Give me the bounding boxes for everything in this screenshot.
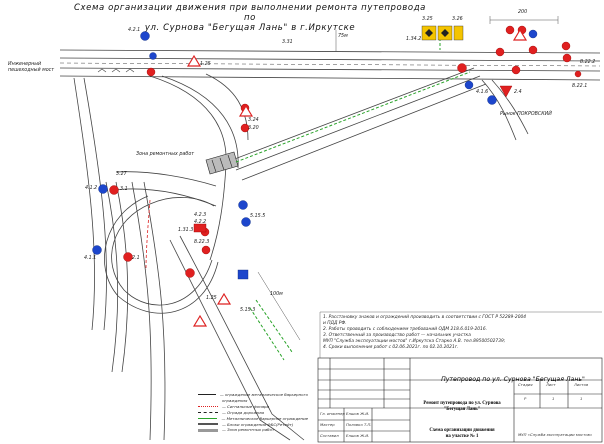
- sign-label: 4.1.6: [476, 90, 489, 95]
- sign-label: 5.15.5: [250, 214, 266, 219]
- project-title: Ремонт путепровода по ул. Сурнова "Бегущ…: [423, 401, 501, 412]
- legend-item: — Сигнальные фонари: [198, 404, 308, 410]
- sign-label: 8.22.3: [194, 240, 210, 245]
- title-block: Путепровод по ул. Сурнова "Бегущая Лань"…: [318, 358, 602, 442]
- sign-label: 8.22.1: [572, 84, 588, 89]
- sign-label: 2.1: [132, 256, 140, 261]
- note-line: 1. Расстановку знаков и ограждений произ…: [323, 315, 527, 320]
- sign-label: 3.25: [422, 17, 433, 22]
- legend: — ограждение металлическое барьерного ог…: [198, 392, 308, 433]
- sign-label: 3.27: [116, 172, 127, 177]
- sign-label: 2.4: [514, 90, 522, 95]
- legend-item: — Металлическое барьерное ограждение: [198, 416, 308, 422]
- role: Гл. инженер: [320, 411, 345, 416]
- sign-label: 4.1.1: [84, 256, 97, 261]
- sign-label: 4.1.2: [85, 186, 98, 191]
- role: Составил: [320, 433, 339, 438]
- role: Мастер: [320, 422, 335, 427]
- market-label: Рынок ПОКРОВСКИЙ: [500, 112, 552, 117]
- note-line: 2. Работы проводить с соблюдением требов…: [323, 327, 488, 333]
- object-name: Путепровод по ул. Сурнова "Бегущая Лань": [441, 376, 585, 383]
- sign-label: 5.15.3: [240, 308, 256, 313]
- organization: МУП «Служба эксплуатации мостов»: [518, 432, 593, 437]
- detour-route: [145, 199, 151, 271]
- blue-plate: [237, 269, 249, 280]
- sign-label: 3.31: [282, 40, 293, 45]
- note-line: МУП "Служба эксплуатации мостов" г.Иркут…: [323, 339, 506, 345]
- scheme-title: Схема организации движения при выполнени…: [74, 3, 426, 33]
- drawing-title: Схема организации движения на участке № …: [429, 428, 495, 439]
- note-line: 3. Ответственный за производство работ —…: [323, 333, 471, 339]
- loop-road: [104, 195, 219, 314]
- dimension-75: 75м: [338, 34, 348, 39]
- chevron-arrows: [97, 68, 135, 73]
- sign-label: 4.2.3: [194, 213, 207, 218]
- repair-zone: [205, 151, 239, 175]
- blue-signs: [92, 29, 538, 255]
- sign-label: 1.25: [200, 62, 211, 67]
- south-roads: [73, 77, 305, 441]
- sheets-header: Листов: [574, 382, 589, 387]
- dimension-200: 200: [518, 10, 528, 15]
- legend-item: — Ограда дорожная: [198, 410, 308, 416]
- sign-label: 3.20: [248, 126, 259, 131]
- legend-item: ограждения: [222, 397, 248, 403]
- sign-label: 1.25: [206, 296, 217, 301]
- main-road: [59, 49, 601, 81]
- sign-label: 3.24: [248, 118, 259, 123]
- note-line: 4. Сроки выполнения работ с 02.06.2021г.…: [323, 345, 459, 351]
- legend-item: — ограждение металлическое барьерного: [198, 392, 308, 398]
- sign-label: 4.2.1: [128, 28, 141, 33]
- person-name: Елшов Ж.И.: [346, 411, 370, 416]
- legend-item: — Блоки ограждения ФБС(Ретейт): [198, 422, 308, 428]
- yield-sign: [499, 85, 513, 98]
- sheets-value: 1: [580, 396, 583, 401]
- stage-header: Стадия: [518, 382, 533, 387]
- legend-item: — Зона ремонтных работ: [198, 427, 308, 433]
- sign-label: 3.26: [452, 17, 463, 22]
- dimension-lines: [257, 16, 559, 341]
- sign-label: 8.22.2: [580, 60, 596, 65]
- pedestrian-bridge-label: Инженерный пешеходный мост: [8, 62, 55, 73]
- yellow-boards: [421, 25, 464, 41]
- detour-plate: [193, 223, 207, 233]
- sign-label: 3.1: [120, 187, 128, 192]
- dimension-100: 100м: [270, 292, 283, 297]
- note-line: и ПДД РФ.: [323, 321, 347, 327]
- sign-label: 1.34.2: [406, 37, 422, 42]
- title-block-frame: [317, 357, 603, 443]
- repair-zone-label: Зона ремонтных работ: [136, 152, 195, 157]
- person-name: Елшов Ж.И.: [346, 433, 370, 438]
- sign-label: 1.31.3: [178, 228, 194, 233]
- stage-value: Р: [524, 396, 527, 401]
- sheet-header: Лист: [546, 382, 556, 387]
- warning-triangles: [186, 28, 528, 327]
- sheet-value: 1: [552, 396, 555, 401]
- east-road: [481, 79, 529, 141]
- notes-frame: [319, 311, 602, 358]
- diagonal-road: [231, 67, 487, 181]
- general-notes: 1. Расстановку знаков и ограждений произ…: [323, 315, 601, 352]
- person-name: Половко Т.П.: [346, 422, 372, 427]
- sign-label: 4.2.2: [194, 220, 207, 225]
